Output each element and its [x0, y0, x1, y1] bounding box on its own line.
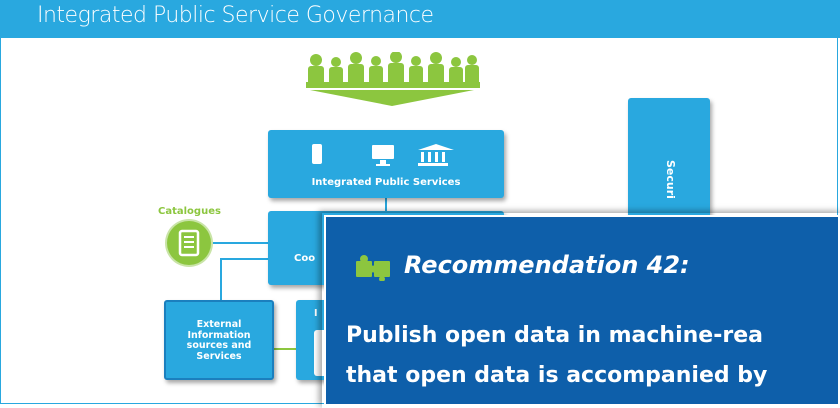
- connector-ips-coo: [385, 198, 387, 211]
- recommendation-title: Recommendation 42:: [404, 251, 690, 279]
- external-information-label: External Information sources and Service…: [186, 319, 252, 362]
- security-label: Securi: [664, 160, 677, 199]
- internal-label: I: [314, 308, 318, 319]
- recommendation-panel: Recommendation 42: Publish open data in …: [324, 215, 840, 406]
- header-bar: Integrated Public Service Governance: [0, 0, 840, 38]
- service-channel-icons: [312, 144, 454, 166]
- integrated-public-services-box: Integrated Public Services: [268, 130, 504, 198]
- connector-coo-external: [220, 258, 268, 260]
- page-title: Integrated Public Service Governance: [37, 3, 434, 28]
- citizens-group-icon: [306, 52, 480, 106]
- connector-catalogue-coo: [211, 242, 268, 244]
- connector-external-vertical: [220, 258, 222, 300]
- catalogue-book-icon: [167, 221, 211, 265]
- puzzle-piece-icon: [356, 255, 390, 281]
- catalogues-label: Catalogues: [158, 206, 221, 217]
- coordination-label: Coo: [294, 253, 316, 264]
- recommendation-line-2: that open data is accompanied by: [346, 363, 768, 388]
- integrated-public-services-label: Integrated Public Services: [311, 177, 461, 188]
- recommendation-line-1: Publish open data in machine-rea: [346, 323, 763, 348]
- connector-external-internal: [274, 348, 296, 350]
- mobile-phone-icon: [312, 144, 322, 164]
- external-information-box: External Information sources and Service…: [164, 300, 274, 380]
